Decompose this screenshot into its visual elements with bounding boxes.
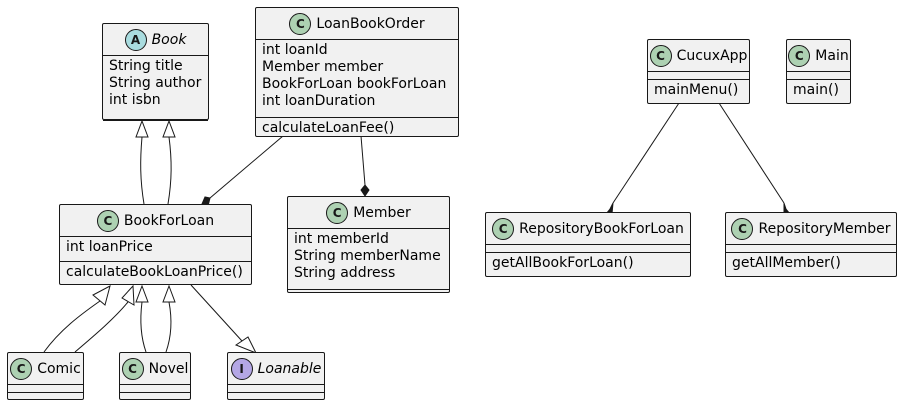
class-book-for-loan[interactable]: C BookForLoan int loanPrice calculateBoo… (59, 204, 252, 285)
fields-section: int loanId Member member BookForLoan boo… (256, 39, 458, 117)
class-name: LoanBookOrder (316, 15, 425, 32)
arrowhead-bfl-novel-1 (135, 284, 149, 303)
class-name: Book (151, 31, 187, 48)
fields-section (8, 384, 83, 392)
methods-section: main() (787, 79, 850, 101)
field: int loanId (262, 42, 328, 58)
class-name: Comic (37, 360, 81, 377)
class-badge-icon: C (10, 357, 33, 380)
field: String title (109, 58, 183, 74)
class-name: Main (815, 47, 849, 64)
class-cucux-app[interactable]: C CucuxApp mainMenu() (647, 39, 750, 104)
class-name: RepositoryMember (758, 220, 891, 237)
field: int loanPrice (66, 239, 153, 255)
methods-section: getAllBookForLoan() (486, 252, 690, 274)
field: String address (294, 265, 396, 281)
field: BookForLoan bookForLoan (262, 76, 447, 92)
field: String author (109, 75, 202, 91)
field: String memberName (294, 248, 441, 264)
edge-loanbookorder-member (360, 135, 366, 186)
class-name: RepositoryBookForLoan (519, 220, 684, 237)
method: calculateBookLoanPrice() (66, 264, 243, 280)
methods-section: calculateBookLoanPrice() (60, 261, 251, 283)
fields-section: String title String author int isbn (103, 55, 208, 120)
class-badge-icon: C (121, 357, 144, 380)
class-loan-book-order[interactable]: C LoanBookOrder int loanId Member member… (255, 7, 459, 137)
class-repository-member[interactable]: C RepositoryMember getAllMember() (725, 212, 897, 277)
edge-loanbookorder-bookforloan (209, 135, 284, 199)
fields-section (648, 71, 749, 79)
class-badge-icon: C (731, 217, 754, 240)
methods-section (8, 392, 83, 393)
arrowhead-book-1 (135, 119, 149, 138)
class-main[interactable]: C Main main() (786, 39, 851, 104)
class-badge-icon: C (96, 209, 119, 232)
fields-section (726, 244, 896, 252)
edge-novel-bookforloan-1 (140, 301, 147, 353)
class-name: Novel (148, 360, 189, 377)
class-badge-icon: C (649, 44, 672, 67)
fields-section: int loanPrice (60, 236, 251, 261)
methods-section: calculateLoanFee() (256, 117, 458, 139)
class-badge-icon: C (289, 12, 312, 35)
methods-section: mainMenu() (648, 79, 749, 101)
class-name: Member (353, 204, 411, 221)
fields-section (120, 384, 190, 392)
abstract-badge-icon: A (124, 28, 147, 51)
diamond-member (360, 184, 370, 197)
method: mainMenu() (654, 82, 739, 98)
methods-section (120, 392, 190, 393)
class-member[interactable]: C Member int memberId String memberName … (287, 196, 450, 293)
class-name: BookForLoan (123, 212, 215, 229)
method: main() (793, 82, 839, 98)
class-name: Loanable (257, 360, 322, 377)
edge-cucuxapp-repomember (718, 102, 785, 204)
class-book[interactable]: A Book String title String author int is… (102, 23, 209, 121)
class-badge-icon: C (492, 217, 515, 240)
class-comic[interactable]: C Comic (7, 352, 84, 400)
edge-bookforloan-book-2 (167, 136, 172, 205)
edge-bookforloan-loanable (190, 284, 243, 342)
class-badge-icon: C (788, 44, 811, 67)
fields-section: int memberId String memberName String ad… (288, 228, 449, 289)
field: int memberId (294, 231, 389, 247)
field: int loanDuration (262, 93, 376, 109)
methods-section (288, 289, 449, 290)
method: getAllMember() (732, 255, 841, 271)
class-badge-icon: C (326, 201, 349, 224)
arrowhead-bfl-comic-2 (121, 284, 135, 306)
edge-comic-bookforloan-2 (74, 301, 129, 353)
methods-section: getAllMember() (726, 252, 896, 274)
method: calculateLoanFee() (262, 120, 395, 136)
class-loanable[interactable]: I Loanable (227, 352, 325, 400)
class-repository-book-for-loan[interactable]: C RepositoryBookForLoan getAllBookForLoa… (485, 212, 691, 277)
edge-novel-bookforloan-2 (165, 301, 172, 353)
fields-section (486, 244, 690, 252)
edge-bookforloan-book-1 (140, 136, 145, 205)
arrowhead-bfl-novel-2 (162, 284, 176, 303)
fields-section (228, 384, 324, 392)
edge-comic-bookforloan-1 (43, 300, 101, 353)
class-name: CucuxApp (676, 47, 748, 64)
field: Member member (262, 59, 384, 75)
arrowhead-book-2 (162, 119, 176, 138)
class-novel[interactable]: C Novel (119, 352, 191, 400)
edge-cucuxapp-repobook (612, 102, 680, 204)
arrowhead-bfl-comic-1 (92, 285, 111, 306)
interface-badge-icon: I (230, 357, 253, 380)
methods-section (228, 392, 324, 393)
field: int isbn (109, 92, 161, 108)
method: getAllBookForLoan() (492, 255, 634, 271)
arrowhead-loanable (234, 336, 258, 354)
fields-section (787, 71, 850, 79)
methods-section (103, 120, 208, 121)
